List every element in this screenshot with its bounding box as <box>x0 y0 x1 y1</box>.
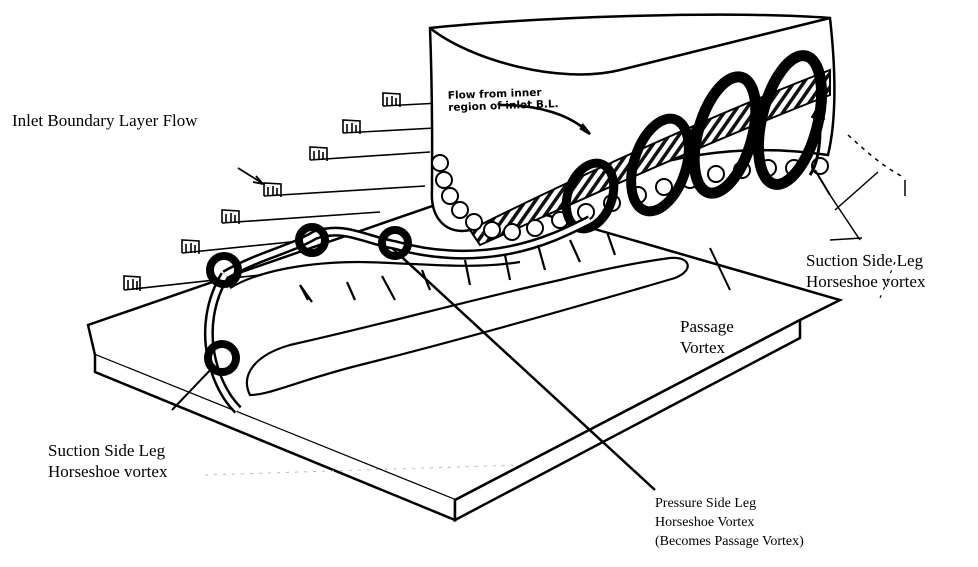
suction-side-leg-left-label: Suction Side Leg Horseshoe vortex <box>48 440 167 483</box>
passage-vortex-label: Passage Vortex <box>680 316 734 359</box>
pressure-line-1: Pressure Side Leg <box>655 495 804 514</box>
pressure-side-leg-label: Pressure Side Leg Horseshoe Vortex (Beco… <box>655 495 804 552</box>
turbine-blade <box>430 15 834 245</box>
suction-left-line-1: Suction Side Leg <box>48 440 167 461</box>
pressure-line-3: (Becomes Passage Vortex) <box>655 533 804 552</box>
flow-inner-region-label: Flow from inner region of inlet B.L. <box>448 86 559 114</box>
pressure-line-2: Horseshoe Vortex <box>655 514 804 533</box>
suction-left-line-2: Horseshoe vortex <box>48 461 167 482</box>
suction-right-line-2: Horseshoe vortex <box>806 271 925 292</box>
suction-right-line-1: Suction Side Leg <box>806 250 925 271</box>
passage-line-2: Vortex <box>680 337 734 358</box>
inlet-boundary-layer-flow-label: Inlet Boundary Layer Flow <box>12 110 198 131</box>
suction-side-leg-right-label: Suction Side Leg Horseshoe vortex <box>806 250 925 293</box>
passage-line-1: Passage <box>680 316 734 337</box>
